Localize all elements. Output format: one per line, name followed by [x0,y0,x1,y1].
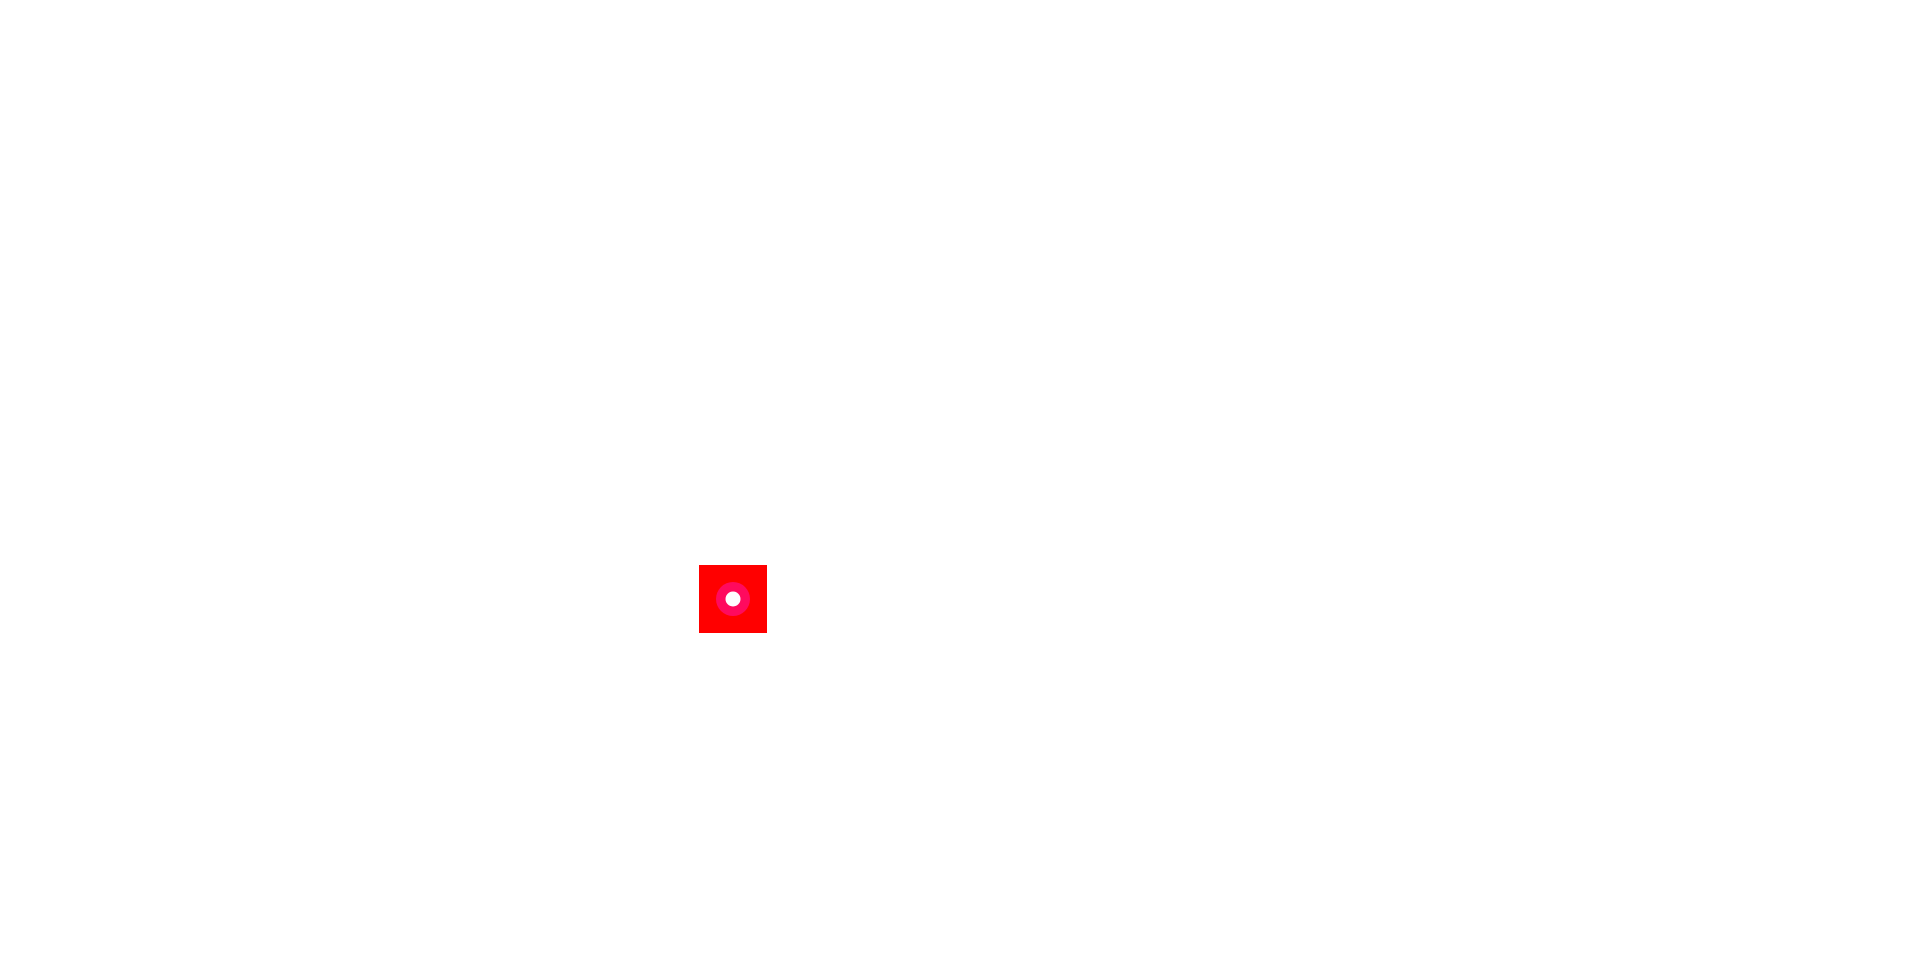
target-center-dot [725,591,741,607]
click-target-marker[interactable] [699,565,767,633]
